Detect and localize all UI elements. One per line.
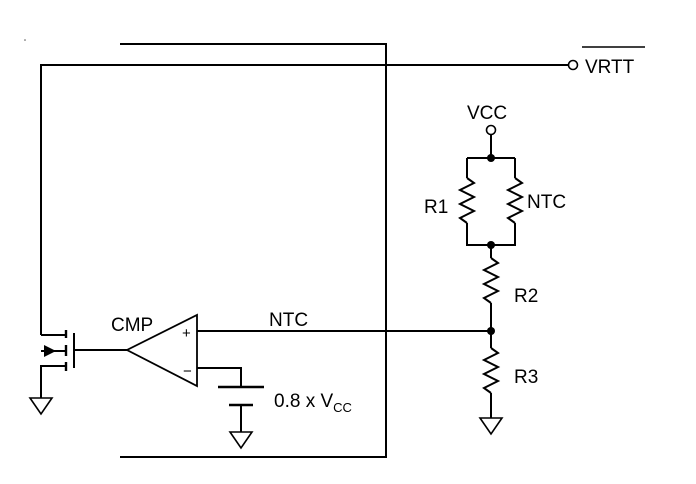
r1-resistor — [457, 177, 477, 224]
ntc-resistor — [505, 177, 525, 224]
cmp-label: CMP — [111, 315, 153, 336]
r3-ground-symbol — [478, 417, 504, 436]
r3-label: R3 — [514, 367, 538, 388]
r2-resistor — [481, 245, 501, 335]
vcc-label: VCC — [467, 103, 507, 124]
vrtt-label: VRTT — [585, 57, 635, 78]
ntc-node-label: NTC — [269, 310, 308, 331]
cmp-plus-label: + — [182, 325, 191, 342]
r1-label: R1 — [424, 197, 448, 218]
reference-source — [218, 385, 264, 450]
mosfet-ground-symbol — [28, 397, 54, 416]
r3-resistor — [481, 331, 501, 418]
mosfet-body-arrow — [44, 345, 56, 357]
r2-label: R2 — [514, 286, 538, 307]
stray-mark — [24, 39, 26, 41]
cmp-minus-label: − — [183, 363, 192, 380]
ic-boundary — [120, 43, 387, 458]
reference-label: 0.8 x VCC — [274, 391, 352, 415]
vrtt-terminal — [567, 59, 579, 71]
r1-ntc-parallel — [457, 157, 525, 249]
ntc-resistor-label: NTC — [527, 192, 566, 213]
comparator-symbol — [125, 313, 198, 388]
mosfet-transistor — [28, 330, 127, 416]
reference-wire — [197, 367, 242, 387]
reference-ground-symbol — [228, 431, 254, 450]
vcc-terminal — [485, 124, 497, 162]
vrtt-line — [40, 46, 645, 335]
